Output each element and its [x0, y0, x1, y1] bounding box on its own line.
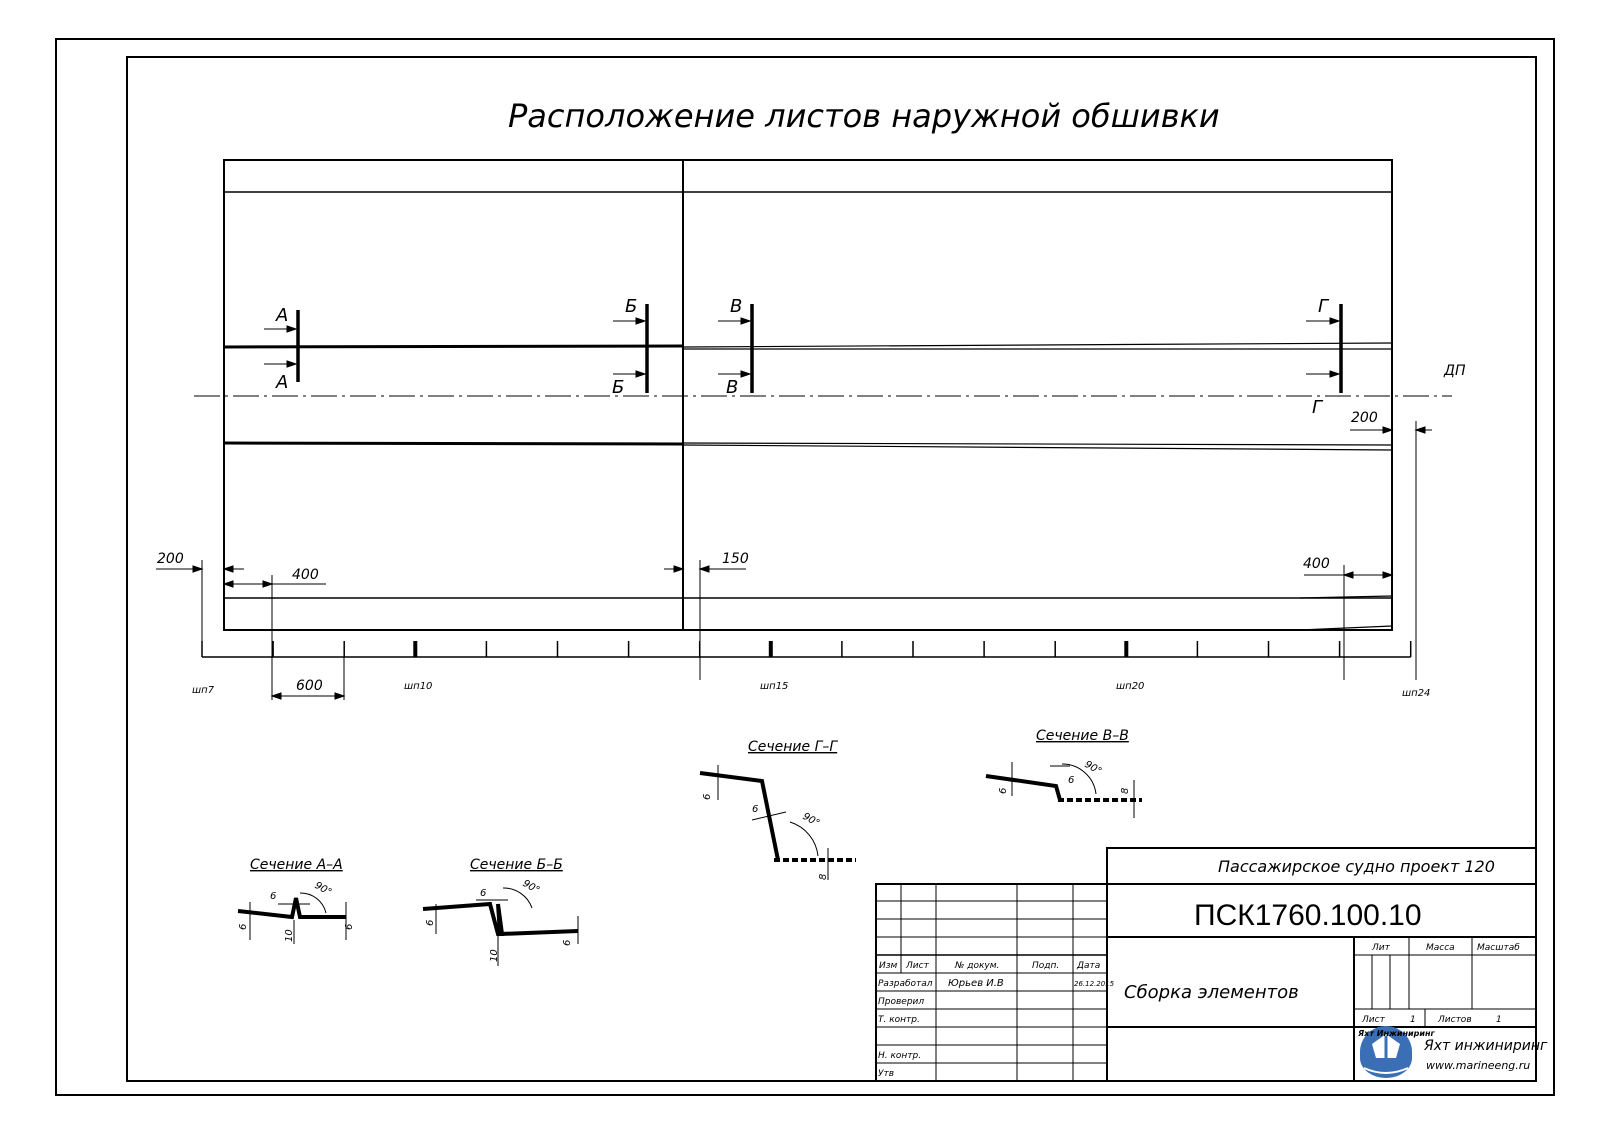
mark-g-bottom: Г: [1312, 397, 1324, 418]
tb-row-developed: Разработал: [878, 979, 933, 989]
frame-label-10: шп10: [404, 681, 432, 692]
dim-400-right: 400: [1303, 556, 1330, 572]
tb-company: Яхт инжиниринг: [1423, 1038, 1548, 1054]
mark-a-top: А: [275, 305, 288, 326]
tb-date: 26.12.2015: [1074, 980, 1115, 988]
section-aa: [237, 892, 347, 944]
section-gg-angle: 90°: [801, 811, 822, 829]
tb-row-checked: Проверил: [878, 997, 924, 1007]
section-bb-dim4: 6: [562, 940, 573, 946]
tb-lit: Лит: [1371, 943, 1391, 953]
tb-col-doc: № докум.: [954, 961, 999, 971]
section-bb-dim1: 6: [480, 888, 486, 899]
frame-label-24: шп24: [1402, 688, 1430, 699]
dim-400-left: 400: [292, 567, 319, 583]
section-aa-angle: 90°: [313, 880, 334, 898]
tb-developer: Юрьев И.В: [948, 978, 1004, 989]
tb-mass: Масса: [1426, 943, 1455, 953]
tb-sheet-value: 1: [1410, 1015, 1416, 1025]
outer-frame: [55, 38, 1555, 1096]
tb-name: Сборка элементов: [1124, 982, 1299, 1003]
mark-b-top: Б: [625, 296, 637, 317]
centerline-label: ДП: [1443, 363, 1466, 379]
tb-scale: Масштаб: [1477, 943, 1520, 953]
drawing-title: Расположение листов наружной обшивки: [508, 97, 1220, 135]
section-bb-title: Сечение Б–Б: [470, 857, 563, 873]
frame-scale: [201, 641, 1412, 658]
frame-label-20: шп20: [1116, 681, 1144, 692]
section-vv-angle: 90°: [1083, 759, 1104, 777]
inner-frame: [126, 56, 1537, 1082]
section-bb-dim3: 6: [425, 920, 436, 926]
section-aa-title: Сечение А–А: [250, 857, 343, 873]
section-cut-marks: [264, 304, 1343, 393]
section-bb-angle: 90°: [521, 878, 542, 896]
tb-doc-number: ПСК1760.100.10: [1194, 899, 1422, 932]
section-vv-title: Сечение В–В: [1036, 728, 1129, 744]
section-aa-dim3: 6: [238, 924, 249, 930]
mark-a-bottom: А: [275, 372, 288, 393]
dim-600: 600: [296, 678, 323, 694]
frame-label-7: шп7: [192, 685, 215, 696]
tb-sheets-value: 1: [1496, 1015, 1502, 1025]
section-vv-dim1: 6: [998, 788, 1009, 794]
tb-col-izm: Изм: [879, 961, 898, 971]
title-block: [875, 847, 1537, 1082]
tb-sheet-label: Лист: [1361, 1015, 1386, 1025]
dim-200-right: 200: [1351, 410, 1378, 426]
plan-dimensions: [156, 421, 1432, 700]
company-logo: [1360, 1026, 1412, 1078]
mark-v-bottom: В: [726, 377, 738, 398]
section-gg-dim2: 6: [752, 804, 758, 815]
section-aa-dim1: 6: [270, 891, 276, 902]
tb-website: www.marineeng.ru: [1426, 1059, 1530, 1072]
tb-row-ncontrol: Н. контр.: [878, 1051, 921, 1061]
tb-sheets-label: Листов: [1437, 1015, 1472, 1025]
frame-label-15: шп15: [760, 681, 788, 692]
section-aa-dim4: 6: [344, 924, 355, 930]
tb-col-list: Лист: [905, 961, 930, 971]
tb-row-tcontrol: Т. контр.: [878, 1015, 920, 1025]
tb-col-date: Дата: [1076, 961, 1100, 971]
section-vv-dim2: 6: [1068, 775, 1074, 786]
section-gg-dim3: 8: [818, 874, 829, 880]
tb-logo-text: Яхт Инжиниринг: [1357, 1029, 1436, 1038]
section-vv-dim3: 8: [1120, 788, 1131, 794]
dim-200-left: 200: [157, 551, 184, 567]
section-bb: [422, 887, 579, 966]
section-gg-title: Сечение Г–Г: [748, 739, 838, 755]
section-bb-dim2: 10: [489, 949, 500, 962]
section-aa-dim2: 10: [284, 929, 295, 942]
tb-project: Пассажирское судно проект 120: [1218, 857, 1495, 876]
section-vv: [985, 762, 1142, 818]
tb-row-approved: Утв: [878, 1069, 894, 1079]
tb-col-sign: Подп.: [1032, 961, 1059, 971]
mark-v-top: В: [730, 296, 742, 317]
section-gg: [699, 765, 856, 880]
mark-g-top: Г: [1318, 296, 1330, 317]
plan-view: [194, 159, 1452, 631]
mark-b-bottom: Б: [612, 377, 624, 398]
dim-150: 150: [722, 551, 749, 567]
section-gg-dim1: 6: [702, 794, 713, 800]
